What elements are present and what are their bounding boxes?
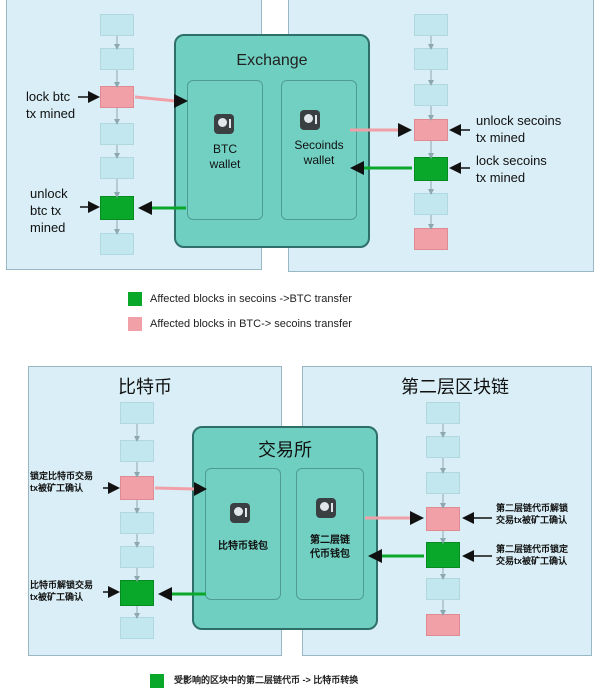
pink-transfer-line [134,95,177,103]
legend-green-text: Affected blocks in secoins ->BTC transfe… [150,293,352,305]
block [414,14,448,36]
l2-title-cn: 第二层区块链 [401,377,509,397]
legend-green-swatch [128,292,142,306]
safe-icon [214,114,234,134]
unlock-l2-block-cn [426,507,460,531]
arrowhead-icon [174,94,188,108]
btc-wallet-box-cn [205,468,281,600]
lock-btc-label: lock btc tx mined [26,89,76,121]
arrowhead-icon [158,587,172,601]
arrowhead-icon [368,549,382,563]
legend-green-swatch-cn [150,674,164,688]
block [426,402,460,424]
pink-transfer-line [154,486,196,491]
safe-icon [300,110,320,130]
unlock-l2-label-cn: 第二层链代币解锁 交易tx被矿工确认 [496,503,569,525]
block [120,402,154,424]
secoins-wallet-box [281,80,357,220]
btc-title-cn: 比特币 [118,377,172,397]
chain-connectors [114,36,446,619]
exchange-title-cn: 交易所 [258,440,312,460]
legend-green-text-cn: 受影响的区块中的第二层链代币 -> 比特币转换 [174,675,359,685]
lock-secoins-label: lock secoins tx mined [476,153,547,185]
lock-btc-label-cn: 锁定比特币交易 tx被矿工确认 [30,471,94,493]
btc-wallet-label: BTC wallet [209,142,241,171]
l2-wallet-box-cn [296,468,364,600]
unlock-secoins-label: unlock secoins tx mined [476,113,562,145]
lock-secoins-block [414,157,448,181]
arrowhead-icon [398,123,412,137]
arrowhead-icon [350,161,364,175]
arrowhead-icon [138,201,152,215]
arrowhead-icon [194,482,207,496]
secoins-wallet-label: Secoinds wallet [294,138,344,167]
l2-wallet-label-cn: 第二层链 代币钱包 [310,535,350,560]
lock-l2-label-cn: 第二层链代币锁定 交易tx被矿工确认 [496,544,569,566]
btc-wallet-box [187,80,263,220]
unlock-btc-label: unlock btc tx mined [30,186,68,235]
arrowhead-icon [410,511,424,525]
unlock-btc-label-cn: 比特币解锁交易 tx被矿工确认 [30,580,94,602]
block [100,14,134,36]
exchange-title: Exchange [236,52,308,69]
unlock-btc-block-cn [120,580,154,606]
legend-pink-swatch [128,317,142,331]
safe-icon [230,503,250,523]
btc-wallet-label-cn: 比特币钱包 [218,541,268,552]
safe-icon [316,498,336,518]
legend-pink-text: Affected blocks in BTC-> secoins transfe… [150,318,352,330]
